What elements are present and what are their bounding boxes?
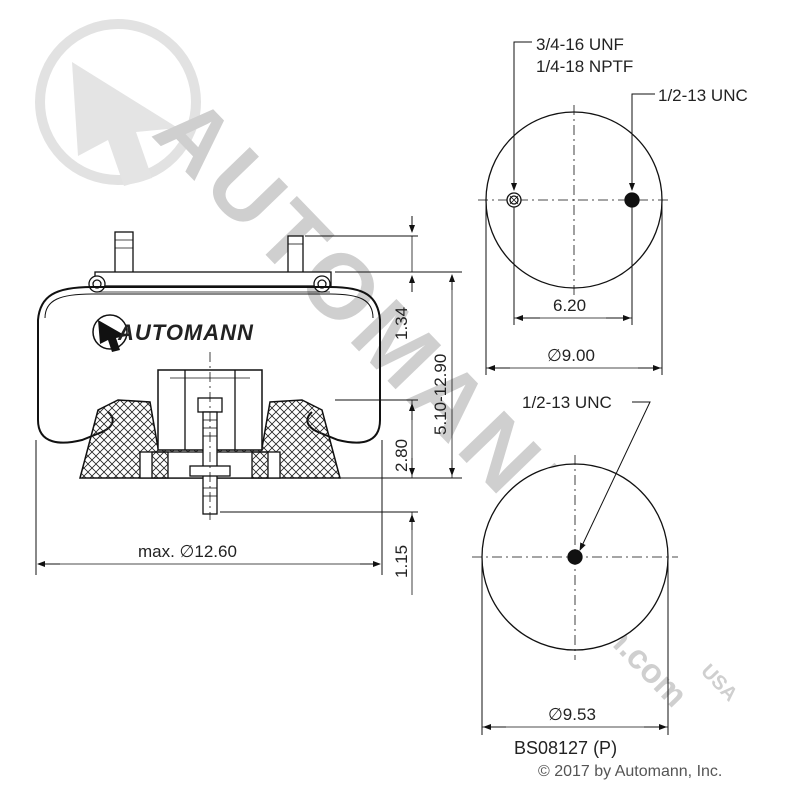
top-stud-hole bbox=[624, 192, 640, 208]
side-view: AUTOMANN bbox=[37, 231, 381, 520]
dim-stud-height: 1.15 bbox=[392, 545, 411, 578]
air-port bbox=[506, 192, 522, 208]
bottom-view bbox=[472, 401, 678, 735]
bottom-view-labels: 1/2-13 UNC ∅9.53 bbox=[522, 393, 612, 724]
bottom-diameter-label: ∅9.53 bbox=[548, 705, 596, 724]
dim-piston-height: 2.80 bbox=[392, 439, 411, 472]
bottom-stud-label: 1/2-13 UNC bbox=[522, 393, 612, 412]
top-diameter-label: ∅9.00 bbox=[547, 346, 595, 365]
top-view-labels: 3/4-16 UNF 1/4-18 NPTF 1/2-13 UNC 6.20 ∅… bbox=[536, 35, 748, 365]
dim-top-height: 1.34 bbox=[392, 307, 411, 340]
stud-spacing-label: 6.20 bbox=[553, 296, 586, 315]
side-dimension-labels: 1.34 5.10-12.90 2.80 1.15 max. ∅12.60 bbox=[138, 307, 450, 578]
top-view bbox=[478, 41, 670, 375]
max-diameter-label: max. ∅12.60 bbox=[138, 542, 237, 561]
watermark-tag: USA bbox=[696, 660, 741, 706]
watermark-logo-circle bbox=[35, 19, 201, 185]
bottom-stud-hole bbox=[567, 549, 583, 565]
copyright: © 2017 by Automann, Inc. bbox=[538, 763, 722, 780]
watermark-logo-arrow bbox=[72, 62, 178, 186]
port-label-unf: 3/4-16 UNF bbox=[536, 35, 624, 54]
side-dimensions bbox=[35, 216, 462, 595]
dim-overall-height: 5.10-12.90 bbox=[431, 354, 450, 435]
top-stud-label: 1/2-13 UNC bbox=[658, 86, 748, 105]
port-label-nptf: 1/4-18 NPTF bbox=[536, 57, 633, 76]
bellows-logo-text: AUTOMANN bbox=[117, 320, 254, 345]
part-number: BS08127 (P) bbox=[514, 738, 617, 758]
bead-plate bbox=[94, 271, 332, 287]
bellows-logo: AUTOMANN bbox=[92, 314, 254, 352]
